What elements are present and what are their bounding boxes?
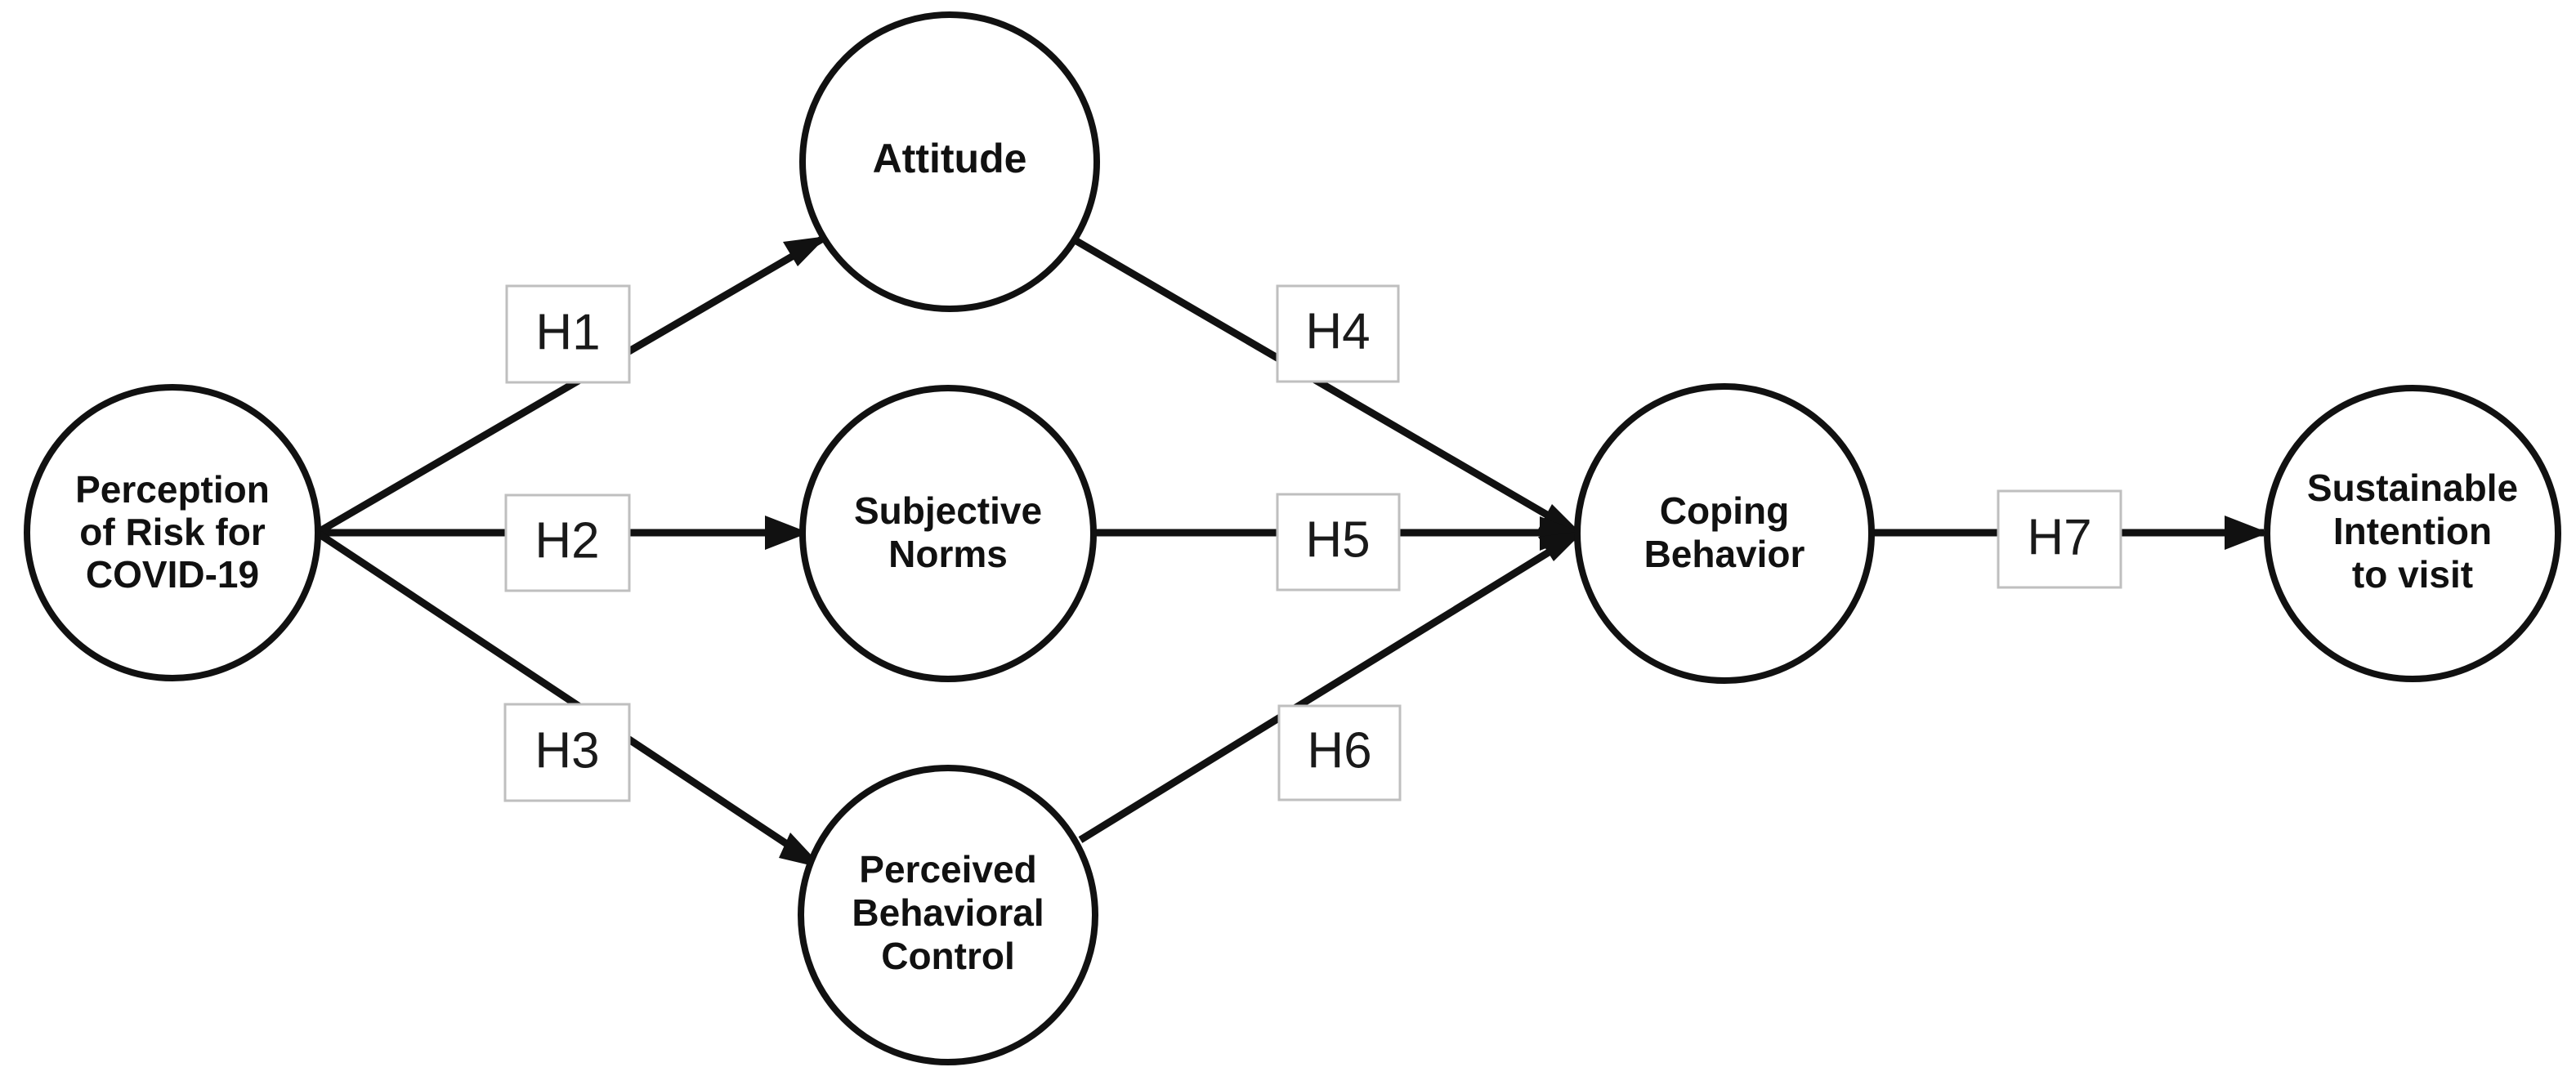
edge-h3-line <box>315 529 824 870</box>
node-subjective-norms-label-line1: Subjective <box>854 489 1042 532</box>
hypothesis-box-h1-rect[interactable] <box>505 284 631 384</box>
hypothesis-box-h1[interactable]: H1 <box>505 284 631 384</box>
node-attitude[interactable]: Attitude <box>799 11 1100 312</box>
hypothesis-box-h5[interactable]: H5 <box>1276 493 1401 592</box>
edge-h7-arrowhead <box>2225 516 2269 550</box>
node-subjective-norms-shape[interactable] <box>799 385 1097 682</box>
hypothesis-box-h4-label: H4 <box>1305 303 1370 359</box>
node-perceived-behavioral-control-label-line2: Behavioral <box>852 891 1044 934</box>
node-sustainable-intention-label-line1: Sustainable <box>2307 467 2518 509</box>
nodes-layer: Perception of Risk for COVID-19 Attitude… <box>24 11 2561 1065</box>
hypothesis-box-h5-rect[interactable] <box>1276 493 1401 592</box>
node-sustainable-intention-label-line3: to visit <box>2352 553 2473 596</box>
hypothesis-box-h7[interactable]: H7 <box>1997 489 2122 589</box>
edge-h1 <box>315 233 830 536</box>
node-sustainable-intention-label-line2: Intention <box>2333 510 2492 552</box>
node-sustainable-intention[interactable]: Sustainable Intention to visit <box>2264 385 2561 682</box>
hypothesis-box-h3-label: H3 <box>534 722 599 779</box>
node-coping-behavior-shape[interactable] <box>1574 383 1875 684</box>
edge-h4-line <box>1070 235 1583 538</box>
node-perceived-behavioral-control-label-line3: Control <box>881 935 1015 977</box>
hypothesis-box-h1-label: H1 <box>535 304 600 360</box>
node-coping-behavior[interactable]: Coping Behavior <box>1574 383 1875 684</box>
hypothesis-box-h3[interactable]: H3 <box>503 703 631 802</box>
hypothesis-box-h4-rect[interactable] <box>1276 284 1400 383</box>
edge-h2-arrowhead <box>765 516 809 550</box>
node-perception-of-risk-label-line1: Perception <box>75 468 270 511</box>
edge-h6-arrowhead <box>1538 531 1584 561</box>
hypothesis-box-h7-rect[interactable] <box>1997 489 2122 589</box>
hypothesis-box-h5-label: H5 <box>1305 511 1370 568</box>
edge-h1-line <box>315 233 830 536</box>
hypothesis-labels-layer: H1 H2 H3 H4 H5 H6 <box>503 284 2122 802</box>
node-perceived-behavioral-control[interactable]: Perceived Behavioral Control <box>798 765 1098 1065</box>
edge-h6-line <box>1078 529 1583 843</box>
hypothesis-box-h7-label: H7 <box>2027 509 2091 565</box>
node-sustainable-intention-shape[interactable] <box>2264 385 2561 682</box>
hypothesis-box-h2-rect[interactable] <box>504 493 631 592</box>
node-perceived-behavioral-control-label-line1: Perceived <box>859 848 1036 891</box>
node-coping-behavior-label-line2: Behavior <box>1644 533 1805 575</box>
node-perception-of-risk-label-line2: of Risk for <box>79 511 266 553</box>
node-perceived-behavioral-control-shape[interactable] <box>798 765 1098 1065</box>
node-perception-of-risk-shape[interactable] <box>24 384 321 681</box>
hypothesis-box-h4[interactable]: H4 <box>1276 284 1400 383</box>
hypothesis-box-h6[interactable]: H6 <box>1277 704 1402 801</box>
hypothesis-box-h6-rect[interactable] <box>1277 704 1402 801</box>
edge-h4 <box>1070 235 1584 538</box>
hypothesis-box-h2[interactable]: H2 <box>504 493 631 592</box>
node-perception-of-risk-label-line3: COVID-19 <box>86 553 259 596</box>
node-attitude-shape[interactable] <box>799 11 1100 312</box>
node-perception-of-risk[interactable]: Perception of Risk for COVID-19 <box>24 384 321 681</box>
hypothesis-box-h3-rect[interactable] <box>503 703 631 802</box>
node-subjective-norms[interactable]: Subjective Norms <box>799 385 1097 682</box>
node-subjective-norms-label-line2: Norms <box>888 533 1008 575</box>
edge-h6 <box>1078 529 1584 843</box>
edge-h1-arrowhead <box>783 236 827 266</box>
node-attitude-label: Attitude <box>873 136 1027 181</box>
hypothesis-box-h6-label: H6 <box>1307 722 1371 779</box>
node-coping-behavior-label-line1: Coping <box>1660 489 1789 532</box>
hypothesis-box-h2-label: H2 <box>534 512 599 569</box>
